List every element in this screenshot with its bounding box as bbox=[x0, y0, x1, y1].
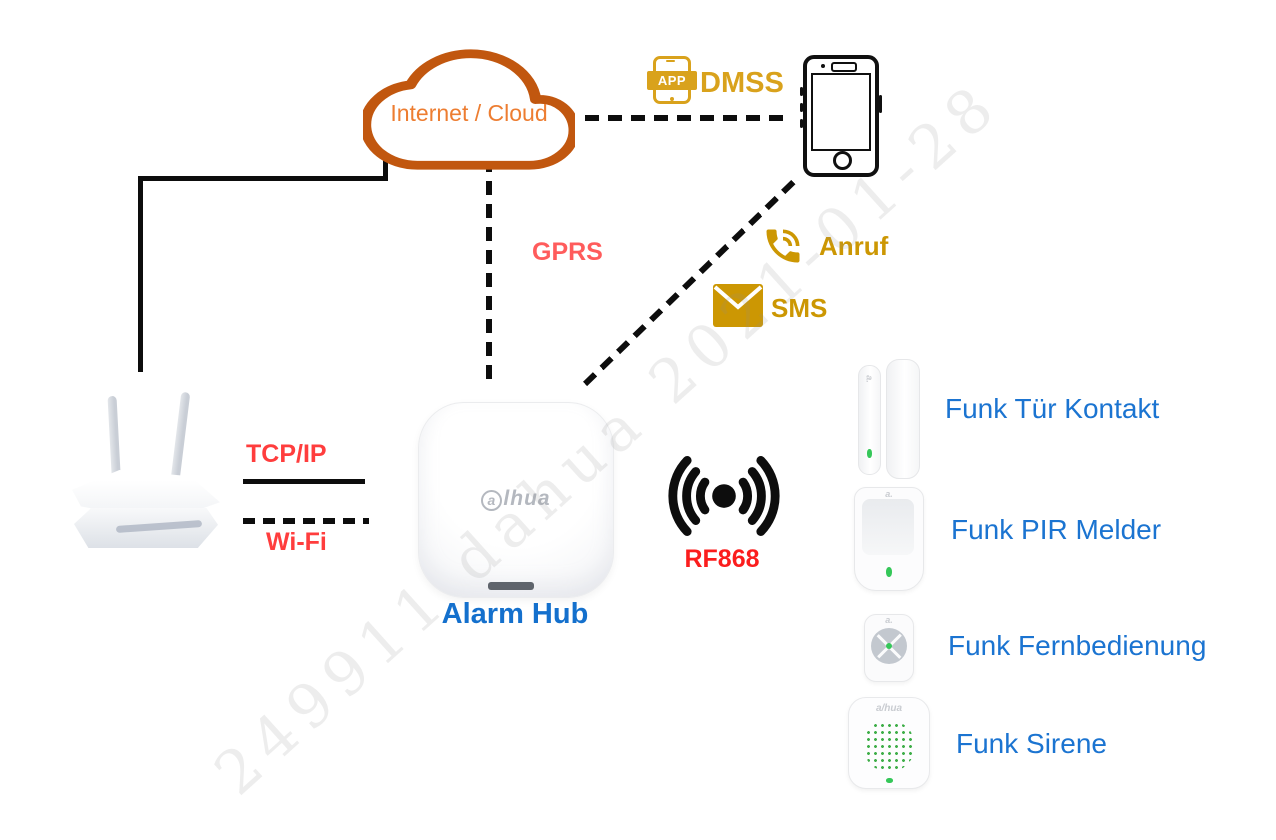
app-badge: APP bbox=[647, 71, 697, 90]
call-label: Anruf bbox=[819, 231, 889, 261]
door-contact-magnet-bar bbox=[886, 359, 920, 479]
cloud-label: Internet / Cloud bbox=[390, 100, 548, 126]
remote-control-label: Funk Fernbedienung bbox=[948, 630, 1207, 661]
pir-detector-label: Funk PIR Melder bbox=[951, 514, 1162, 545]
cloud-phone-dashed-line bbox=[585, 115, 790, 121]
siren-label: Funk Sirene bbox=[956, 728, 1107, 759]
wifi-dashed-line bbox=[243, 518, 369, 524]
cloud-icon bbox=[359, 49, 580, 170]
wifi-label: Wi-Fi bbox=[266, 528, 327, 556]
phone-side-button bbox=[800, 119, 803, 128]
phone-side-button bbox=[800, 87, 803, 96]
phone-side-button bbox=[879, 95, 882, 113]
internet-cloud: Internet / Cloud bbox=[359, 46, 580, 174]
remote-control-icon: a. bbox=[864, 614, 914, 682]
door-contact-sensor-bar: a. bbox=[858, 365, 881, 475]
ethernet-line-segment bbox=[138, 176, 143, 372]
hub-bottom-slot bbox=[488, 582, 534, 590]
status-led bbox=[886, 778, 893, 783]
phone-hub-dashed-line bbox=[582, 175, 801, 387]
rf868-wireless-icon bbox=[660, 447, 788, 547]
smartphone-icon bbox=[800, 55, 882, 177]
sms-label: SMS bbox=[771, 293, 828, 323]
phone-home-button bbox=[833, 151, 852, 170]
rf868-label: RF868 bbox=[684, 545, 760, 573]
gprs-label: GPRS bbox=[532, 238, 603, 266]
ethernet-line-segment bbox=[138, 176, 388, 181]
siren-icon: a/hua bbox=[848, 697, 930, 789]
tcpip-line bbox=[243, 479, 365, 484]
status-led bbox=[886, 567, 892, 577]
gprs-dashed-line bbox=[486, 158, 492, 386]
siren-speaker-grille bbox=[863, 720, 915, 772]
sms-envelope-icon bbox=[712, 283, 764, 328]
door-contact-label: Funk Tür Kontakt bbox=[945, 393, 1160, 424]
phone-speaker bbox=[831, 62, 857, 72]
alarm-hub-label: Alarm Hub bbox=[441, 598, 589, 630]
tcpip-label: TCP/IP bbox=[246, 440, 327, 468]
pir-lens-window bbox=[862, 499, 914, 555]
remote-center-led bbox=[886, 643, 892, 649]
status-led bbox=[867, 449, 872, 458]
router-antenna bbox=[170, 391, 191, 481]
router-icon bbox=[70, 388, 222, 552]
app-speaker-dash bbox=[666, 60, 675, 62]
dmss-label: DMSS bbox=[700, 67, 784, 99]
phone-camera-dot bbox=[821, 64, 825, 68]
app-icon: APP bbox=[647, 56, 697, 104]
call-icon bbox=[760, 224, 806, 268]
phone-screen bbox=[811, 73, 871, 151]
ethernet-line-segment bbox=[383, 148, 388, 181]
phone-side-button bbox=[800, 103, 803, 112]
app-home-dot bbox=[670, 97, 674, 101]
pir-detector-icon: a. bbox=[854, 487, 924, 591]
door-contact-icon: a. bbox=[856, 359, 920, 479]
